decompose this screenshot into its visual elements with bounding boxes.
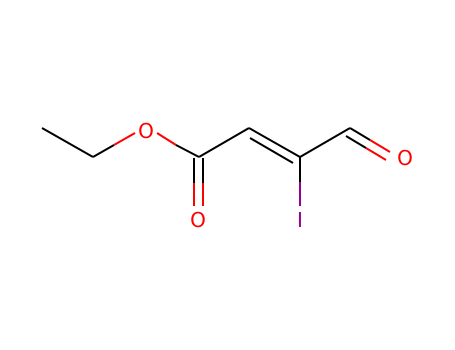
bond-c4-aldehyde-lower-oxygen xyxy=(365,147,387,161)
atom-iodine: I xyxy=(297,208,303,232)
bond-c4-aldehyde-upper-oxygen xyxy=(369,139,391,153)
bond-c2-c3-inner xyxy=(249,137,294,164)
bond-c4-aldehyde-upper-carbon xyxy=(349,127,371,141)
bond-c3-c4 xyxy=(299,127,351,158)
atom-aldehyde-oxygen: O xyxy=(397,146,413,170)
bond-ch2-o-carbon-half xyxy=(92,144,115,158)
bond-ch2-o-oxygen-half xyxy=(113,132,136,146)
bond-c4-aldehyde-lower-carbon xyxy=(345,135,367,149)
atom-ester-oxygen: O xyxy=(138,119,154,143)
bond-o-c1-carbon-half xyxy=(175,144,200,158)
bond-c1-c2 xyxy=(198,127,250,158)
bond-c2-c3-outer xyxy=(248,127,301,158)
atom-carbonyl-oxygen: O xyxy=(190,208,206,232)
bond-o-c1-oxygen-half xyxy=(156,132,177,146)
bond-ch3-ch2 xyxy=(41,127,94,158)
